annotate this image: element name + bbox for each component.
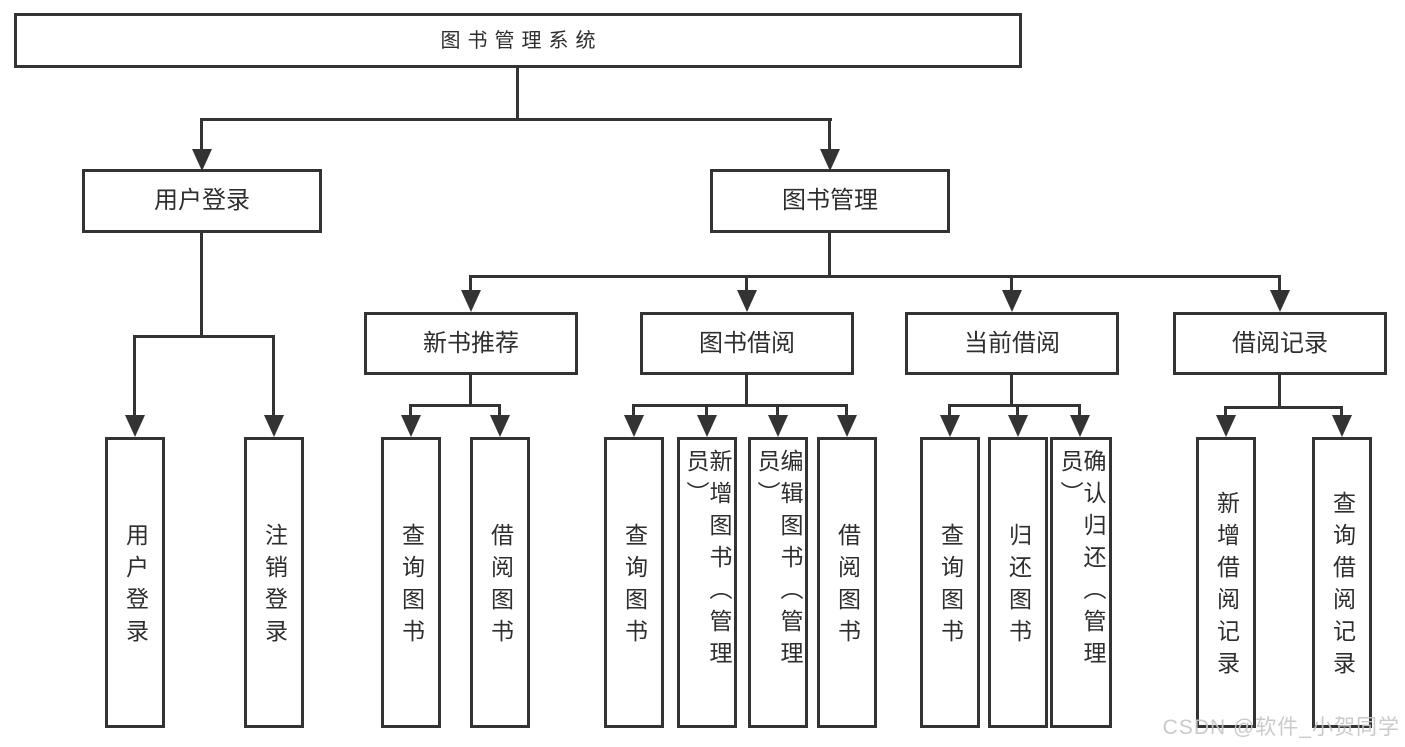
arrowhead-g3-edit xyxy=(768,415,788,437)
connector-book-borrow-stem xyxy=(745,375,748,404)
node-current-borrow: 当前借阅 xyxy=(905,312,1119,375)
leaf-confirm-return-admin: 确认归还（管理员） xyxy=(1050,437,1112,728)
node-new-book-recommend: 新书推荐 xyxy=(364,312,578,375)
connector-borrow-records-stem xyxy=(1278,375,1281,406)
connector-new-book-stem xyxy=(469,375,472,404)
leaf-edit-book-admin: 编辑图书（管理员） xyxy=(748,437,808,728)
leaf-add-book-admin: 新增图书（管理员） xyxy=(677,437,737,728)
connector-g3-add-drop xyxy=(705,404,708,415)
connector-g3-edit-drop xyxy=(776,404,779,415)
connector-leaf-user-login-drop xyxy=(133,335,136,415)
arrowhead-book-borrow xyxy=(737,290,757,312)
connector-group3-rail xyxy=(633,404,847,407)
node-user-login: 用户登录 xyxy=(82,169,322,233)
connector-current-borrow-stem xyxy=(1010,375,1013,404)
arrowhead-g5-query xyxy=(1332,415,1352,437)
connector-g2-borrow-drop xyxy=(498,404,501,415)
arrowhead-g5-add xyxy=(1216,415,1236,437)
arrowhead-g2-borrow xyxy=(490,415,510,437)
connector-level3-rail xyxy=(469,275,1281,278)
arrowhead-book-mgmt xyxy=(820,149,840,171)
connector-borrow-records-drop xyxy=(1278,275,1281,290)
leaf-return-book: 归还图书 xyxy=(988,437,1048,728)
connector-current-borrow-drop xyxy=(1010,275,1013,290)
connector-new-book-drop xyxy=(469,275,472,290)
leaf-query-books-borrow: 查询图书 xyxy=(604,437,664,728)
connector-g5-query-drop xyxy=(1340,406,1343,415)
connector-leaf-logout-drop xyxy=(272,335,275,415)
connector-book-mgmt-stem xyxy=(828,233,831,275)
arrowhead-g3-add xyxy=(697,415,717,437)
connector-g5-add-drop xyxy=(1224,406,1227,415)
arrowhead-current-borrow xyxy=(1002,290,1022,312)
arrowhead-g4-query xyxy=(940,415,960,437)
connector-group5-rail xyxy=(1224,406,1342,409)
connector-g4-confirm-drop xyxy=(1078,404,1081,415)
node-book-management: 图书管理 xyxy=(710,169,950,233)
connector-level2-rail xyxy=(200,118,832,121)
arrowhead-new-book xyxy=(461,290,481,312)
connector-g3-query-drop xyxy=(632,404,635,415)
leaf-query-borrow-record: 查询借阅记录 xyxy=(1312,437,1372,728)
arrowhead-borrow-records xyxy=(1270,290,1290,312)
node-root: 图书管理系统 xyxy=(14,13,1022,68)
arrowhead-leaf-logout xyxy=(264,415,284,437)
csdn-watermark: CSDN @软件_小贺同学 xyxy=(1162,716,1400,739)
connector-book-borrow-drop xyxy=(745,275,748,290)
arrowhead-g3-query xyxy=(624,415,644,437)
connector-group1-rail xyxy=(133,335,275,338)
leaf-borrow-books: 借阅图书 xyxy=(817,437,877,728)
arrowhead-g4-return xyxy=(1008,415,1028,437)
leaf-borrow-books-recommend: 借阅图书 xyxy=(470,437,530,728)
leaf-logout: 注销登录 xyxy=(244,437,304,728)
arrowhead-g2-query xyxy=(401,415,421,437)
connector-root-stem xyxy=(516,68,519,118)
arrowhead-leaf-user-login xyxy=(125,415,145,437)
connector-group2-rail xyxy=(409,404,501,407)
leaf-query-books-current: 查询图书 xyxy=(920,437,980,728)
connector-g2-query-drop xyxy=(409,404,412,415)
connector-g4-return-drop xyxy=(1016,404,1019,415)
leaf-add-borrow-record: 新增借阅记录 xyxy=(1196,437,1256,728)
leaf-user-login: 用户登录 xyxy=(105,437,165,728)
connector-user-login-drop xyxy=(200,118,203,149)
leaf-query-books-recommend: 查询图书 xyxy=(381,437,441,728)
connector-group4-rail xyxy=(948,404,1081,407)
connector-user-login-stem xyxy=(200,233,203,335)
node-borrow-records: 借阅记录 xyxy=(1173,312,1387,375)
arrowhead-g3-borrow xyxy=(837,415,857,437)
connector-g4-query-drop xyxy=(948,404,951,415)
node-book-borrow: 图书借阅 xyxy=(640,312,854,375)
arrowhead-user-login xyxy=(192,149,212,171)
arrowhead-g4-confirm xyxy=(1070,415,1090,437)
connector-g3-borrow-drop xyxy=(845,404,848,415)
connector-book-mgmt-drop xyxy=(828,118,831,149)
